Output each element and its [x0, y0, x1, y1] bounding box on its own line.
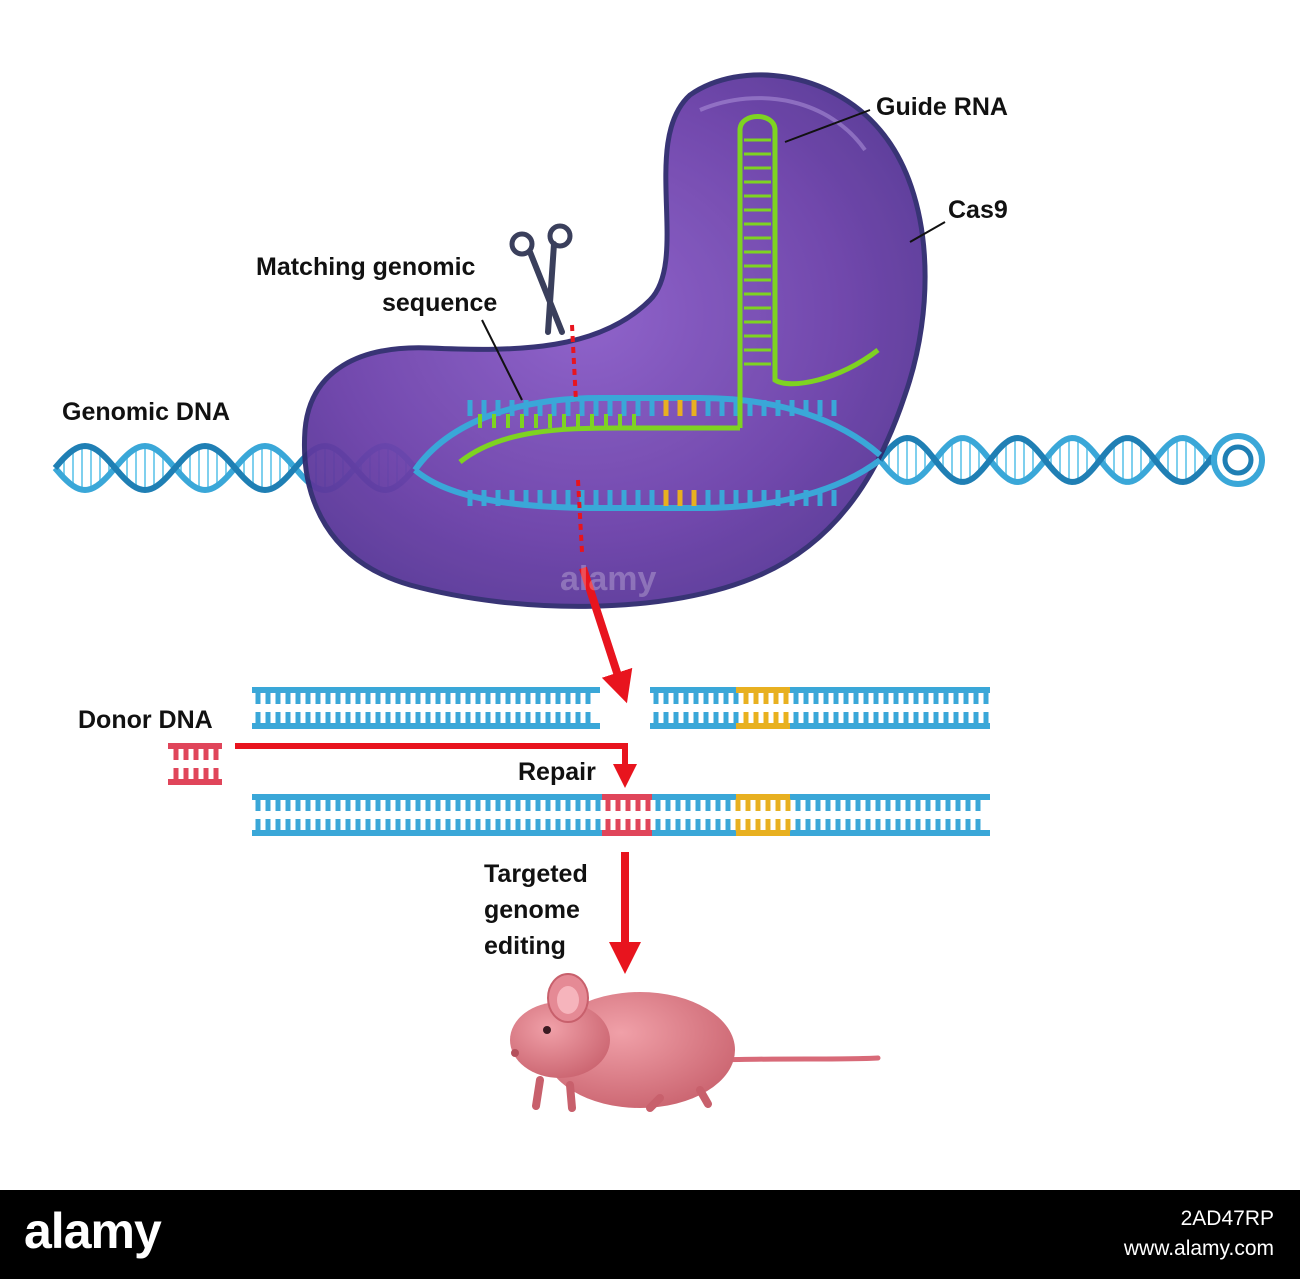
cas9-highlight: [699, 96, 867, 152]
label-donor-dna: Donor DNA: [78, 706, 213, 734]
bottom-strand: [413, 457, 882, 511]
leader-guide-rna: [784, 109, 871, 143]
cut-arrow: [579, 566, 633, 704]
cut-dna-right-fragment: [650, 687, 990, 729]
footer-logo: alamy: [24, 1203, 162, 1259]
crispr-cas9-diagram: alamy Guide RNA Cas9 Matching genomic se…: [52, 72, 1265, 1112]
leader-matching: [481, 319, 523, 401]
label-targeted-line2: genome: [484, 896, 580, 924]
opened-dna-bubble: [412, 395, 882, 511]
top-strand: [412, 395, 882, 472]
label-targeted-line3: editing: [484, 932, 566, 960]
label-repair: Repair: [518, 758, 596, 786]
footer-url: www.alamy.com: [1123, 1237, 1274, 1260]
watermark: alamy: [560, 560, 656, 598]
footer-info: 2AD47RP www.alamy.com: [1124, 1204, 1274, 1264]
mouse-illustration: [510, 973, 881, 1112]
label-guide-rna: Guide RNA: [876, 93, 1008, 121]
helix-coil: [1222, 444, 1254, 476]
helix-strand: [877, 434, 1216, 486]
label-matching-line2: sequence: [382, 289, 497, 317]
label-genomic-dna: Genomic DNA: [62, 398, 230, 426]
label-targeted-line1: Targeted: [484, 860, 588, 888]
guide-rna-hairpin: [737, 114, 880, 428]
donor-dna-fragment: [168, 743, 222, 785]
helix-coil: [1211, 433, 1265, 487]
label-matching-line1: Matching genomic: [256, 253, 476, 281]
cut-line-lower: [576, 479, 584, 553]
image-id: 2AD47RP: [1180, 1207, 1274, 1230]
label-cas9: Cas9: [948, 196, 1008, 224]
guide-rna-spacer: [458, 425, 740, 464]
rna-stem: [737, 114, 880, 428]
leader-cas9: [909, 221, 946, 243]
cas9-protein: [301, 72, 928, 609]
cut-dna-left-fragment: [252, 687, 600, 729]
cut-line-upper: [570, 324, 578, 403]
repaired-dna: [252, 794, 990, 836]
footer-bar: alamy 2AD47RP www.alamy.com: [0, 1190, 1300, 1279]
scissors-icon: [509, 223, 573, 335]
donor-arrow: [235, 743, 637, 788]
